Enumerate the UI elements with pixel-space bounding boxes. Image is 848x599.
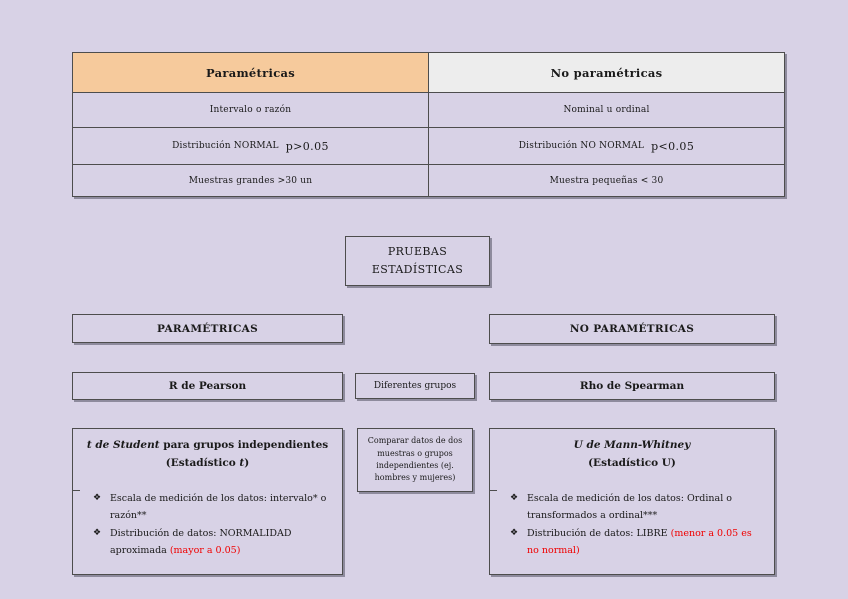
box-divider-tick bbox=[490, 490, 497, 491]
detail-right-title-statistic: U de Mann-Whitney bbox=[573, 439, 691, 451]
distribution-right-pvalue: p<0.05 bbox=[651, 139, 695, 153]
detail-box-t-de-student: t de Student para grupos independientes … bbox=[72, 428, 343, 575]
subtitle-prefix: (Estadístico bbox=[165, 456, 240, 469]
detail-left-title-rest: para grupos independientes bbox=[159, 439, 329, 451]
branch-box-parametricas: PARAMÉTRICAS bbox=[72, 314, 343, 343]
table-cell-scale-left: Intervalo o razón bbox=[73, 93, 429, 128]
distribution-left-label: Distribución NORMAL bbox=[172, 141, 279, 151]
table-cell-distribution-left: Distribución NORMAL p>0.05 bbox=[73, 128, 429, 165]
bullet-item: ❖ Distribución de datos: NORMALIDAD apro… bbox=[93, 525, 332, 560]
distribution-right-label: Distribución NO NORMAL bbox=[518, 141, 645, 151]
detail-right-subtitle: (Estadístico U) bbox=[588, 456, 676, 469]
bullet-text: Escala de medición de los datos: interva… bbox=[110, 492, 327, 522]
detail-left-bullets: ❖ Escala de medición de los datos: inter… bbox=[73, 490, 342, 560]
detail-right-title: U de Mann-Whitney (Estadístico U) bbox=[490, 429, 774, 473]
table-header-no-parametricas: No paramétricas bbox=[429, 53, 784, 93]
bullet-item: ❖ Distribución de datos: LIBRE (menor a … bbox=[510, 525, 764, 560]
root-box-pruebas-estadisticas: PRUEBAS ESTADÍSTICAS bbox=[345, 236, 490, 286]
detail-box-u-de-mann-whitney: U de Mann-Whitney (Estadístico U) ❖ Esca… bbox=[489, 428, 775, 575]
diamond-bullet-icon: ❖ bbox=[93, 527, 102, 538]
bullet-text-red: (menor a 0.05 es no normal) bbox=[527, 527, 752, 557]
connector-box-diferentes-grupos: Diferentes grupos bbox=[355, 373, 475, 399]
bullet-text-black: Distribución de datos: LIBRE bbox=[527, 527, 671, 539]
bullet-text: Escala de medición de los datos: Ordinal… bbox=[527, 492, 732, 522]
distribution-left-pvalue: p>0.05 bbox=[285, 139, 329, 153]
table-cell-distribution-right: Distribución NO NORMAL p<0.05 bbox=[429, 128, 784, 165]
diamond-bullet-icon: ❖ bbox=[93, 492, 102, 503]
diamond-bullet-icon: ❖ bbox=[510, 527, 519, 538]
box-divider-tick bbox=[73, 490, 80, 491]
detail-left-title: t de Student para grupos independientes … bbox=[73, 429, 342, 473]
table-cell-sample-right: Muestra pequeñas < 30 bbox=[549, 175, 664, 186]
bullet-item: ❖ Escala de medición de los datos: inter… bbox=[93, 490, 332, 525]
table-cell-sample-left: Muestras grandes >30 un bbox=[73, 165, 429, 196]
test-box-rho-de-spearman: Rho de Spearman bbox=[489, 372, 775, 400]
subtitle-suffix: ) bbox=[244, 456, 250, 469]
bullet-text-red: (mayor a 0.05) bbox=[169, 545, 241, 557]
bullet-text-black: Distribución de datos: NORMALIDAD aproxi… bbox=[110, 527, 292, 557]
table-header-parametricas: Paramétricas bbox=[73, 53, 429, 93]
connector-box-comparar-datos: Comparar datos de dos muestras o grupos … bbox=[357, 428, 473, 492]
bullet-text: Distribución de datos: NORMALIDAD aproxi… bbox=[110, 525, 332, 560]
comparison-table: Paramétricas No paramétricas Intervalo o… bbox=[72, 52, 785, 197]
test-box-r-de-pearson: R de Pearson bbox=[72, 372, 343, 400]
bullet-item: ❖ Escala de medición de los datos: Ordin… bbox=[510, 490, 764, 525]
detail-left-subtitle: (Estadístico t) bbox=[73, 455, 342, 473]
detail-left-title-statistic: t de Student bbox=[86, 439, 160, 451]
detail-right-bullets: ❖ Escala de medición de los datos: Ordin… bbox=[490, 490, 774, 560]
diamond-bullet-icon: ❖ bbox=[510, 492, 519, 503]
branch-box-no-parametricas: NO PARAMÉTRICAS bbox=[489, 314, 775, 344]
table-cell-scale-right: Nominal u ordinal bbox=[429, 93, 784, 128]
bullet-text: Distribución de datos: LIBRE (menor a 0.… bbox=[527, 525, 764, 560]
subtitle-symbol: t bbox=[239, 456, 245, 469]
